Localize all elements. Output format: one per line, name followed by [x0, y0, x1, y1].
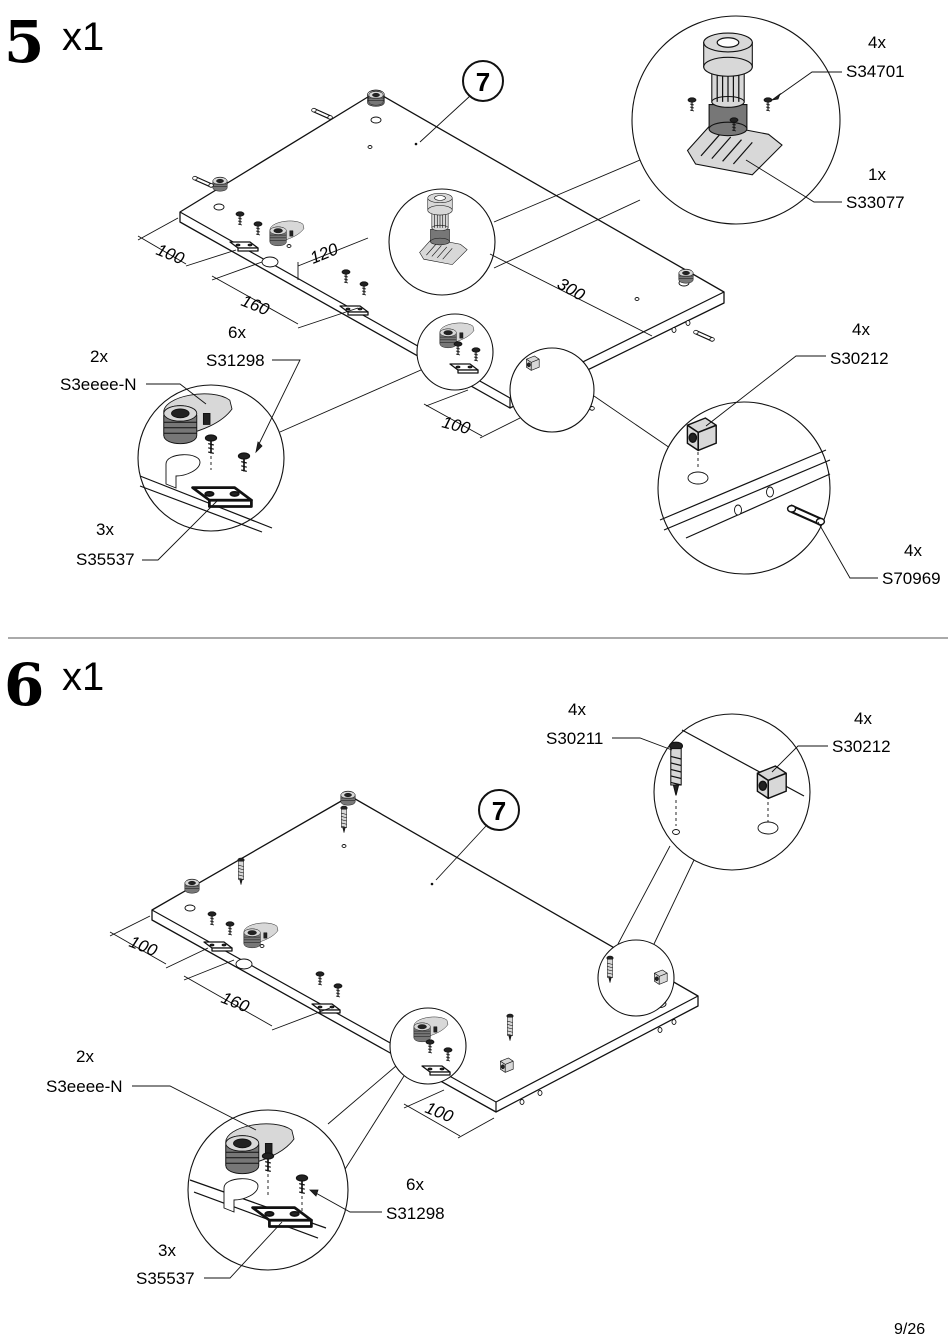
svg-text:1x: 1x: [868, 165, 886, 184]
connector-right-6-detail: [654, 969, 668, 985]
svg-text:3x: 3x: [158, 1241, 176, 1260]
connector-s30212-zoom-6: [756, 765, 788, 800]
dowel-right: [693, 329, 715, 342]
step-6-quantity: x1: [62, 655, 104, 699]
svg-text:4x: 4x: [868, 33, 886, 52]
step-5-number: 5: [4, 8, 44, 76]
svg-text:6x: 6x: [406, 1175, 424, 1194]
connector-zoom-circle: [657, 401, 831, 575]
bolt-detail-circle: [597, 939, 675, 1017]
svg-text:4x: 4x: [852, 320, 870, 339]
svg-text:4x: 4x: [904, 541, 922, 560]
callout-s30212-step5: 4x S30212: [705, 320, 889, 427]
step-5-quantity: x1: [62, 15, 104, 59]
dim-100-front: 100: [440, 413, 473, 439]
callout-s3eeee-n-step6: 2x S3eeee-N: [46, 1047, 257, 1131]
callout-s33077: 1x S33077: [745, 159, 905, 212]
callout-s3eeee-n-step5: 2x S3eeee-N: [60, 347, 207, 405]
svg-text:2x: 2x: [90, 347, 108, 366]
cam-housing-right: [678, 268, 694, 284]
svg-text:3x: 3x: [96, 520, 114, 539]
svg-text:S34701: S34701: [846, 62, 905, 81]
callout-s70969: 4x S70969: [817, 521, 941, 588]
step-5: 5 x1: [4, 8, 941, 588]
cam-housing-left: [212, 176, 228, 192]
svg-text:S33077: S33077: [846, 193, 905, 212]
callout-s34701: 4x S34701: [771, 33, 905, 101]
svg-text:S3eeee-N: S3eeee-N: [46, 1077, 123, 1096]
connector-mid-6: [500, 1057, 514, 1073]
svg-text:S3eeee-N: S3eeee-N: [60, 375, 137, 394]
svg-text:4x: 4x: [568, 700, 586, 719]
svg-text:S35537: S35537: [76, 550, 135, 569]
svg-text:S35537: S35537: [136, 1269, 195, 1288]
page-number: 9/26: [894, 1321, 925, 1338]
callout-s30212-step6: 4x S30212: [771, 709, 891, 773]
svg-text:4x: 4x: [854, 709, 872, 728]
cam-housing-back-6: [340, 790, 356, 806]
svg-text:S70969: S70969: [882, 569, 941, 588]
callout-s31298-step6: 6x S31298: [309, 1175, 445, 1223]
svg-text:7: 7: [492, 796, 506, 826]
connector-detail-circle: [509, 347, 595, 433]
callout-s35537-step6: 3x S35537: [136, 1221, 283, 1288]
svg-text:S30212: S30212: [832, 737, 891, 756]
step-6-number: 6: [4, 651, 44, 719]
svg-text:S31298: S31298: [386, 1204, 445, 1223]
dim-100-left-6: 100: [127, 932, 161, 960]
connector-s30212-zoom: [686, 417, 718, 452]
callout-s31298-step5: 6x S31298: [206, 323, 301, 454]
panel-7-label: 7: [419, 60, 504, 143]
svg-text:2x: 2x: [76, 1047, 94, 1066]
panel-7-label-step6: 7: [435, 789, 520, 881]
dowel-back: [311, 107, 333, 120]
dim-100-left: 100: [154, 240, 188, 268]
callout-s35537-step5: 3x S35537: [76, 499, 219, 569]
svg-text:6x: 6x: [228, 323, 246, 342]
svg-text:S30212: S30212: [830, 349, 889, 368]
connector-front-detail: [526, 355, 540, 371]
callout-s30211: 4x S30211: [546, 700, 673, 751]
svg-text:7: 7: [476, 67, 490, 97]
cam-housing-back: [368, 90, 384, 106]
dim-100-front-6: 100: [423, 1098, 457, 1126]
dowel-left: [192, 175, 214, 188]
cam-housing-left-6: [184, 878, 200, 894]
svg-text:S31298: S31298: [206, 351, 265, 370]
svg-text:S30211: S30211: [546, 729, 603, 748]
bolt-zoom-circle: [653, 713, 811, 871]
dim-160: 160: [239, 291, 273, 319]
step-6: 6 x1: [4, 651, 891, 1288]
